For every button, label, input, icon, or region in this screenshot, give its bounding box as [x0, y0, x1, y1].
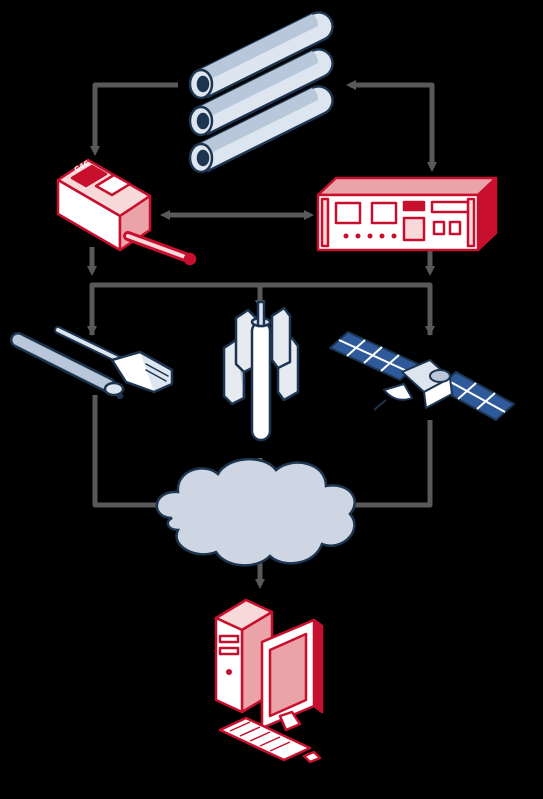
- pipeline-icon: [188, 11, 334, 174]
- ethernet-cable-icon: [10, 326, 174, 400]
- computer-workstation-icon: [214, 598, 324, 764]
- cloud-icon: [155, 457, 356, 567]
- cell-tower-icon: [222, 300, 300, 442]
- rack-controller-icon: [316, 176, 498, 252]
- arrow-ethernet-to-cloud: [92, 395, 169, 510]
- g4c-sensor-icon: [56, 158, 197, 266]
- satellite-icon: [329, 331, 515, 421]
- arrow-satellite-to-cloud: [326, 420, 433, 510]
- arrow-controller-pipeline: [346, 80, 435, 163]
- arrow-pipeline-to-sensor: [90, 82, 178, 156]
